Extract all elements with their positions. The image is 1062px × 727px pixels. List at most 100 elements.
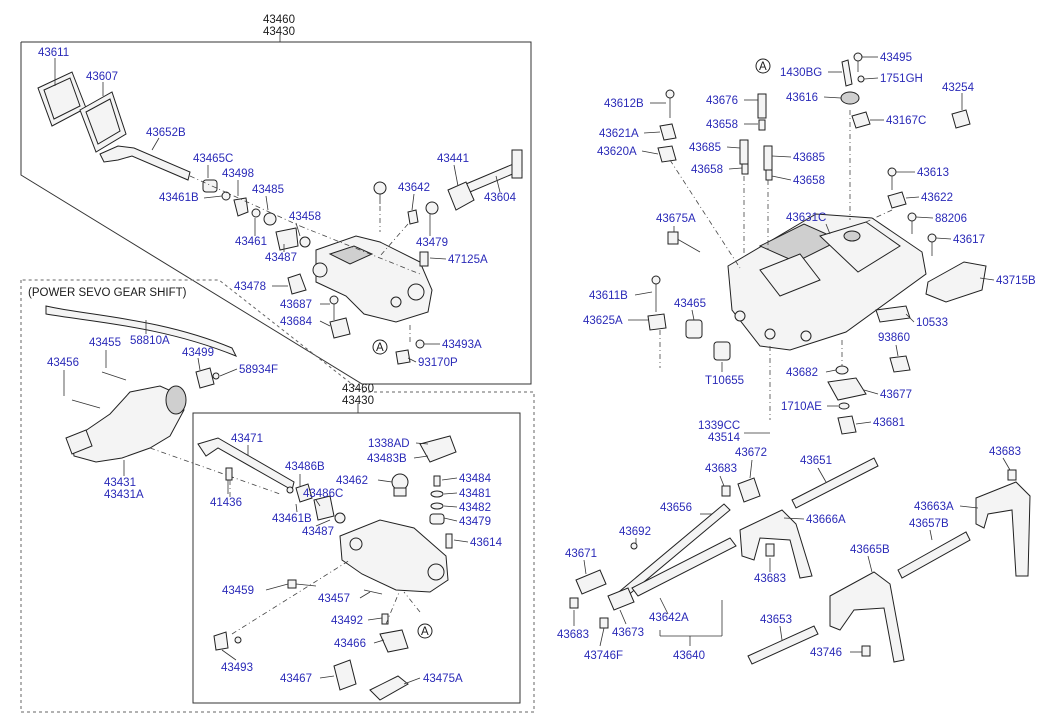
part-label: 43456 (47, 357, 79, 369)
part-label: 43684 (280, 316, 313, 328)
part-label: 43482 (459, 502, 491, 514)
part-label: 43682 (786, 367, 818, 379)
reference-mark-a-3: A (755, 58, 771, 74)
part-label: 43492 (331, 615, 363, 627)
part-label: 43683 (705, 463, 737, 475)
svg-text:A: A (376, 342, 384, 354)
part-label: 43461B (159, 192, 199, 204)
part-label: 43617 (953, 234, 985, 246)
part-label: 43746 (810, 647, 842, 659)
lower-left-labels: 43471 43486B 41436 43486C 43461B 43487 1… (210, 433, 503, 685)
part-label: 43465C (193, 153, 233, 165)
part-label: 43467 (280, 673, 312, 685)
part-label: 43715B (996, 275, 1036, 287)
part-label: 43612B (604, 98, 644, 110)
right-upper-parts (647, 52, 987, 435)
part-label: 47125A (448, 254, 488, 266)
right-lower-parts (569, 457, 1031, 665)
part-label: 43677 (880, 389, 912, 401)
part-label: 43673 (612, 627, 644, 639)
part-label: 43431 (104, 477, 136, 489)
part-label: 43687 (280, 299, 312, 311)
part-label: 43631C (786, 212, 826, 224)
part-label: 43493 (221, 662, 253, 674)
part-label: 43495 (880, 52, 912, 64)
part-label: 43658 (706, 119, 738, 131)
part-label: 43461 (235, 236, 267, 248)
svg-text:A: A (759, 61, 767, 73)
part-label: 43475A (423, 673, 463, 685)
part-label: 58810A (130, 335, 170, 347)
part-label: 93170P (418, 357, 458, 369)
part-label: 43457 (318, 593, 350, 605)
part-label: 43487 (302, 526, 334, 538)
part-label: 43625A (583, 315, 623, 327)
part-label: 43640 (673, 650, 705, 662)
upper-header-line-1: 43460 (263, 14, 295, 26)
part-label: 43486C (303, 488, 343, 500)
part-label: 43658 (691, 164, 723, 176)
part-label: 10533 (916, 317, 948, 329)
part-label: 43616 (786, 92, 818, 104)
part-label: 43656 (660, 502, 692, 514)
lower-header-line-1: 43460 (342, 383, 374, 395)
part-label: 43167C (886, 115, 926, 127)
part-label: 43611 (38, 47, 69, 59)
part-label: 43666A (806, 514, 846, 526)
lower-header-line-2: 43430 (342, 395, 374, 407)
part-label: 43431A (104, 489, 144, 501)
part-label: 43479 (416, 237, 448, 249)
part-label: 43493A (442, 339, 482, 351)
part-label: 43486B (285, 461, 325, 473)
part-label: 43621A (599, 128, 639, 140)
part-label: 43657B (909, 518, 949, 530)
part-label: 43652B (146, 127, 186, 139)
part-label: 43658 (793, 175, 825, 187)
part-label: 43622 (921, 192, 953, 204)
part-label: 43676 (706, 95, 738, 107)
reference-mark-a-2: A (417, 623, 433, 639)
part-label: 43611B (589, 290, 628, 302)
part-label: 43514 (708, 432, 741, 444)
power-servo-title: (POWER SEVO GEAR SHIFT) (28, 287, 187, 299)
part-label: 43478 (234, 281, 266, 293)
part-label: 43461B (272, 513, 312, 525)
part-label: 43465 (674, 298, 706, 310)
part-label: 43685 (793, 152, 825, 164)
upper-left-frame (20, 35, 532, 385)
part-label: 88206 (935, 213, 967, 225)
part-label: 43607 (86, 71, 118, 83)
part-label: 43683 (989, 446, 1021, 458)
lower-left-inner-frame (192, 403, 521, 704)
part-label: 43462 (336, 475, 368, 487)
part-label: 43672 (735, 447, 767, 459)
part-label: 43683 (557, 629, 589, 641)
part-label: 43663A (914, 501, 954, 513)
part-label: 93860 (878, 332, 910, 344)
upper-header-line-2: 43430 (263, 26, 295, 38)
right-lower-labels: 43683 43672 43651 43683 43656 43666A 436… (557, 446, 1021, 662)
part-label: 43455 (89, 337, 121, 349)
svg-text:A: A (421, 626, 429, 638)
part-label: 43681 (873, 417, 905, 429)
part-label: 43459 (222, 585, 254, 597)
part-label: 58934F (239, 364, 278, 376)
part-label: 1338AD (368, 438, 410, 450)
part-label: T10655 (705, 375, 744, 387)
part-label: 43481 (459, 488, 491, 500)
part-label: 43499 (182, 347, 214, 359)
leader-lines (54, 56, 1011, 685)
part-label: 43642 (398, 182, 430, 194)
part-label: 43604 (484, 192, 517, 204)
part-label: 43458 (289, 211, 321, 223)
part-label: 43665B (850, 544, 890, 556)
part-label: 43487 (265, 252, 297, 264)
part-label: 43485 (252, 184, 284, 196)
part-label: 43642A (649, 612, 689, 624)
part-label: 43675A (656, 213, 696, 225)
part-label: 43683 (754, 573, 786, 585)
power-servo-labels: 58810A 43455 43499 43456 58934F 43431 43… (47, 335, 278, 501)
power-servo-parts (45, 305, 281, 495)
part-label: 1710AE (781, 401, 822, 413)
